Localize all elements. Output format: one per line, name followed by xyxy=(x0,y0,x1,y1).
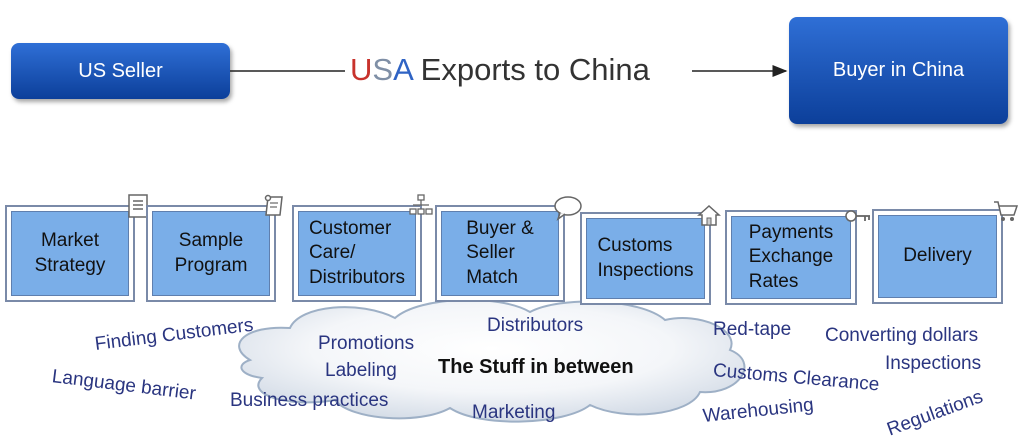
step-label: Customer Care/ Distributors xyxy=(308,218,406,288)
step-label: Payments Exchange Rates xyxy=(748,222,834,292)
diagram-title: USA Exports to China xyxy=(350,52,650,88)
step-payments-exchange-rates: Payments Exchange Rates xyxy=(725,210,870,305)
scroll-icon xyxy=(264,194,283,216)
title-letter-s: S xyxy=(372,52,394,87)
step-sample-program: Sample Program xyxy=(146,194,283,302)
title-letter-a: A xyxy=(393,52,413,87)
step-customer-care: Customer Care/ Distributors xyxy=(292,194,433,302)
word-converting-dollars: Converting dollars xyxy=(825,325,979,346)
us-seller-label: US Seller xyxy=(78,59,163,82)
cloud-center-text: The Stuff in between xyxy=(438,356,634,378)
step-label: Sample Program xyxy=(174,230,248,276)
step-buyer-seller-match: Buyer & Seller Match xyxy=(435,196,582,302)
house-icon xyxy=(697,204,721,226)
word-promotions: Promotions xyxy=(318,333,415,354)
step-label: Delivery xyxy=(903,245,972,267)
step-customs-inspections: Customs Inspections xyxy=(580,204,721,305)
title-letter-u: U xyxy=(350,52,373,87)
step-delivery: Delivery xyxy=(872,201,1019,304)
step-label: Buyer & Seller Match xyxy=(466,218,534,288)
word-distributors: Distributors xyxy=(487,315,584,336)
word-inspections: Inspections xyxy=(885,353,982,374)
title-rest: Exports to China xyxy=(412,52,650,87)
step-label: Market Strategy xyxy=(34,230,106,276)
key-icon xyxy=(845,210,870,222)
word-labeling: Labeling xyxy=(325,360,397,381)
cloud-outline xyxy=(238,298,746,423)
org-chart-icon xyxy=(409,194,433,215)
buyer-in-china-box: Buyer in China xyxy=(789,17,1008,124)
word-business-practices: Business practices xyxy=(230,390,389,411)
shopping-cart-icon xyxy=(994,201,1019,221)
buyer-label: Buyer in China xyxy=(832,59,965,81)
step-market-strategy: Market Strategy xyxy=(5,194,148,302)
word-red-tape: Red-tape xyxy=(713,319,792,340)
word-marketing: Marketing xyxy=(472,402,556,423)
us-seller-box: US Seller xyxy=(11,43,230,99)
step-label: Customs Inspections xyxy=(597,235,694,281)
speech-bubble-icon xyxy=(554,196,582,221)
